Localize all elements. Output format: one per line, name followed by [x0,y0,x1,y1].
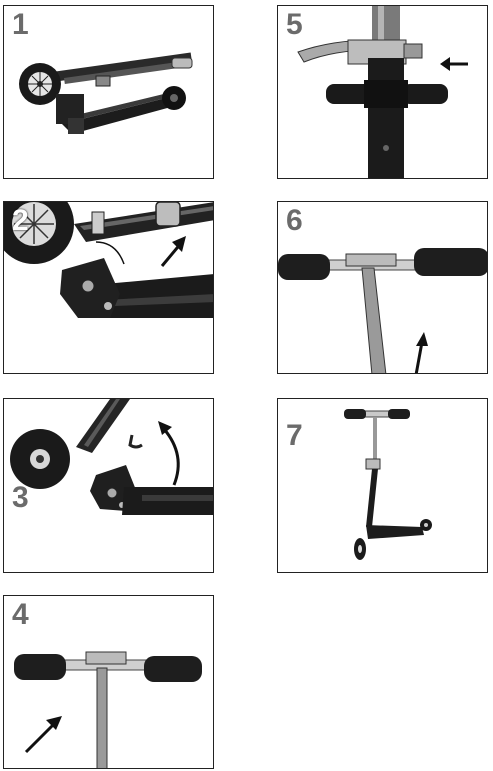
step-number: 3 [12,481,29,514]
arrow-icon [160,236,186,267]
arrow-icon [24,716,62,754]
assembled-scooter-illustration [344,409,432,560]
step-6-panel: 6 [277,201,488,374]
clamp-illustration [297,6,468,178]
step-number: 4 [12,598,29,631]
handlebar-t-illustration [278,248,487,373]
folded-scooter-illustration [19,52,193,134]
curved-arrow-icon [158,421,180,486]
arrow-icon [440,57,468,71]
step-number: 5 [286,8,303,41]
step-1-panel: 1 [3,5,214,179]
handlebar-illustration [14,651,202,768]
step-3-panel: 3 [3,398,214,573]
step-5-panel: 5 [277,5,488,179]
arrow-icon [414,332,428,373]
unfold-stem-illustration [10,399,213,515]
step-7-panel: 7 [277,398,488,573]
step-number: 1 [12,8,29,41]
step-number: 2 [12,204,29,237]
folding-joint-illustration [4,202,213,318]
step-number: 6 [286,204,303,237]
step-2-panel: 2 [3,201,214,374]
step-number: 7 [286,419,303,452]
step-4-panel: 4 [3,595,214,769]
